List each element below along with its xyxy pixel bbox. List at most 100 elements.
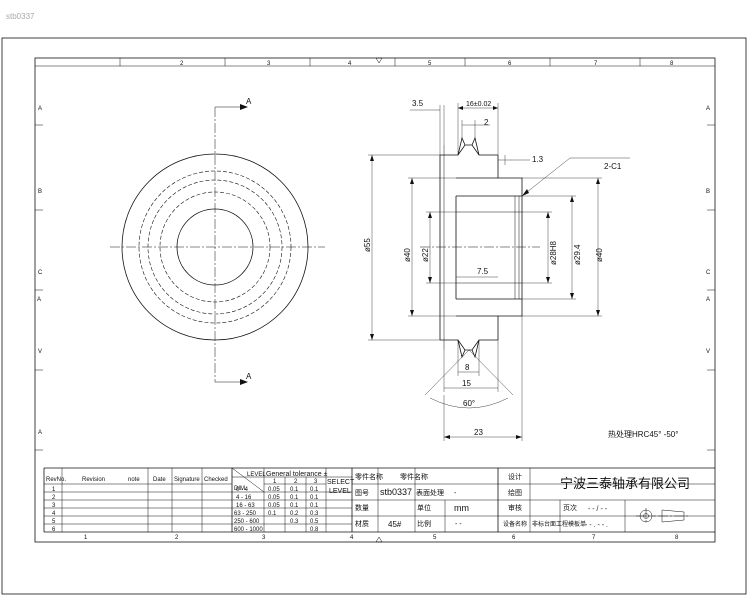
svg-text:A: A <box>38 430 42 436</box>
projection-symbol-icon <box>636 508 690 524</box>
svg-text:7: 7 <box>592 535 596 541</box>
svg-text:5: 5 <box>52 519 56 525</box>
svg-text:A: A <box>38 106 42 112</box>
dim-15: 15 <box>462 379 471 388</box>
svg-text:4: 4 <box>348 61 352 67</box>
drawing-number: stb0337 <box>380 487 412 497</box>
svg-text:V: V <box>38 349 42 355</box>
svg-text:0.1: 0.1 <box>310 503 319 509</box>
svg-text:6: 6 <box>512 535 516 541</box>
svg-text:3: 3 <box>52 503 56 509</box>
tolerance-table: LEVEL General tolerance ± DIM. 1 2 3 SEL… <box>231 467 355 533</box>
dim-1-3: 1.3 <box>532 155 544 164</box>
svg-text:2: 2 <box>180 61 184 67</box>
svg-text:7: 7 <box>594 61 598 67</box>
svg-text:0.05: 0.05 <box>268 487 280 493</box>
dim-d29-4: ø29.4 <box>573 244 582 265</box>
svg-text:0.3: 0.3 <box>310 511 319 517</box>
svg-text:C: C <box>706 270 711 276</box>
dim-chamfer: 2-C1 <box>604 162 622 171</box>
svg-text:0.05: 0.05 <box>268 503 280 509</box>
dim-3-5: 3.5 <box>412 99 424 108</box>
svg-text:note: note <box>128 477 140 483</box>
svg-text:2: 2 <box>52 495 56 501</box>
svg-text:16 - 63: 16 - 63 <box>236 503 255 509</box>
right-zone-labels: A B C A V <box>706 106 715 451</box>
dim-d40-left: ø40 <box>403 248 412 262</box>
svg-text:比例: 比例 <box>417 519 431 528</box>
center-mark-triangles <box>375 57 383 543</box>
section-mark-top: A <box>246 97 252 106</box>
revision-table: RevNo. Revision note Date Signature Chec… <box>44 468 232 533</box>
svg-text:4: 4 <box>52 511 56 517</box>
svg-text:6: 6 <box>52 527 56 533</box>
section-arrow-top <box>240 104 248 110</box>
dim-23: 23 <box>474 428 483 437</box>
svg-text:0.1: 0.1 <box>310 495 319 501</box>
svg-text:1: 1 <box>84 535 88 541</box>
svg-text:0.1: 0.1 <box>290 487 299 493</box>
svg-text:非标台面工程模板单: 非标台面工程模板单 <box>532 520 586 528</box>
section-view <box>420 136 540 359</box>
svg-text:0.05: 0.05 <box>268 495 280 501</box>
top-zone-ticks <box>35 58 715 67</box>
svg-text:RevNo.: RevNo. <box>46 477 66 483</box>
svg-text:3: 3 <box>314 479 318 485</box>
dim-16: 16±0.02 <box>466 101 491 108</box>
svg-text:mm: mm <box>454 503 469 513</box>
svg-text:Revision: Revision <box>82 477 105 483</box>
dimensions: 3.5 16±0.02 2 1.3 2-C1 ø55 ø40 <box>363 99 630 441</box>
svg-text:4: 4 <box>350 535 354 541</box>
corner-label: stb0337 <box>6 12 35 21</box>
svg-text:0 - 4: 0 - 4 <box>236 487 249 493</box>
svg-text:Checked: Checked <box>204 477 228 483</box>
dim-d22: ø22 <box>421 248 430 262</box>
bottom-zone-labels: 1 2 3 4 5 6 7 8 <box>84 535 679 541</box>
svg-text:零件名称: 零件名称 <box>355 472 383 481</box>
svg-text:设计: 设计 <box>508 472 522 481</box>
svg-text:3: 3 <box>262 535 266 541</box>
svg-text:C: C <box>38 270 43 276</box>
section-mark-bottom: A <box>246 372 252 381</box>
svg-text:250 - 600: 250 - 600 <box>234 519 260 525</box>
svg-text:DIM.: DIM. <box>234 486 247 492</box>
svg-text:8: 8 <box>670 61 674 67</box>
svg-text:0.3: 0.3 <box>290 519 299 525</box>
svg-text:- -: - - <box>455 521 462 528</box>
dim-d28h8: ø28H8 <box>549 240 558 265</box>
svg-text:-: - <box>454 490 457 497</box>
inner-border <box>34 57 716 543</box>
svg-text:Signature: Signature <box>174 477 200 483</box>
dim-7-5: 7.5 <box>477 267 489 276</box>
top-zone-labels: 2 3 4 5 6 7 8 <box>180 61 674 67</box>
svg-text:B: B <box>38 189 42 195</box>
info-table: 零件名称 零件名称 图号 stb0337 表面处理 - 数量 单位 mm 材质 … <box>352 468 715 532</box>
svg-text:绘图: 绘图 <box>508 488 522 497</box>
svg-text:A: A <box>706 297 710 303</box>
svg-text:数量: 数量 <box>355 503 369 512</box>
svg-text:材质: 材质 <box>355 519 369 528</box>
svg-text:2: 2 <box>175 535 179 541</box>
section-arrow-bottom <box>240 379 248 385</box>
svg-text:LEVEL: LEVEL <box>329 488 351 495</box>
svg-text:2: 2 <box>294 479 298 485</box>
svg-text:零件名称: 零件名称 <box>400 472 428 481</box>
svg-text:图号: 图号 <box>355 489 369 497</box>
svg-text:V: V <box>706 349 710 355</box>
company-name: 宁波三泰轴承有限公司 <box>560 476 690 491</box>
svg-text:页次: 页次 <box>563 503 577 512</box>
svg-text:LEVEL: LEVEL <box>247 472 266 478</box>
svg-text:A: A <box>706 106 710 112</box>
svg-text:600 - 1000: 600 - 1000 <box>234 527 263 533</box>
svg-text:0.1: 0.1 <box>290 495 299 501</box>
svg-text:审核: 审核 <box>508 503 522 512</box>
dim-60deg: 60° <box>463 399 475 408</box>
outer-border <box>1 37 747 595</box>
svg-text:45#: 45# <box>388 520 402 529</box>
svg-text:63 - 250: 63 - 250 <box>234 511 257 517</box>
dim-d40-right: ø40 <box>595 248 604 262</box>
svg-text:5: 5 <box>428 61 432 67</box>
heat-treatment-note: 热处理HRC45° -50° <box>608 429 678 439</box>
svg-text:3: 3 <box>267 61 271 67</box>
svg-text:单位: 单位 <box>417 503 431 512</box>
